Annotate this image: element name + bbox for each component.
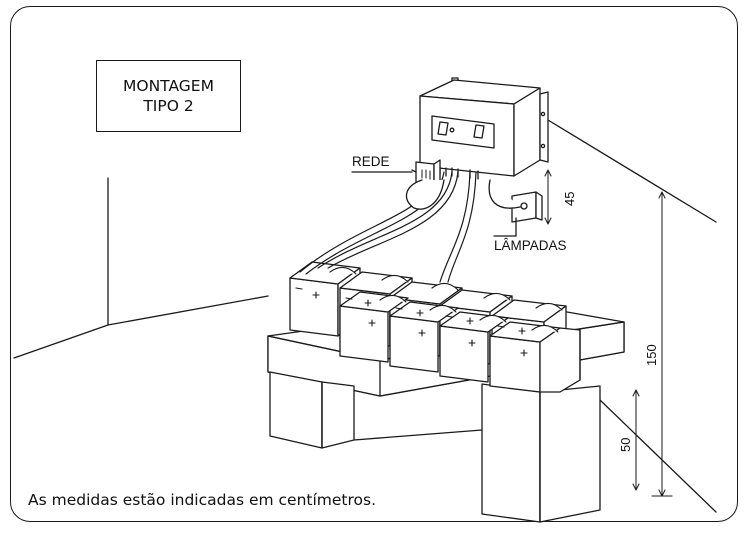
battery-terminals — [295, 266, 563, 357]
battery-cables — [299, 171, 477, 283]
dimension-45-label: 45 — [562, 192, 577, 206]
dimension-50-label: 50 — [618, 438, 633, 452]
dimension-45 — [544, 169, 552, 225]
measurement-note: As medidas estão indicadas em centímetro… — [28, 491, 377, 509]
title-line-2: TIPO 2 — [143, 97, 194, 115]
lampadas-label: LÂMPADAS — [494, 238, 567, 253]
battery — [489, 321, 581, 393]
display-digit — [473, 124, 485, 139]
charge-controller — [419, 77, 549, 180]
title-line-1: MONTAGEM — [123, 77, 214, 95]
dimension-150 — [651, 191, 673, 497]
display-digit — [437, 121, 449, 136]
battery-bank — [289, 261, 581, 393]
title-box: MONTAGEM TIPO 2 — [96, 60, 241, 132]
grid-outlet — [405, 159, 445, 210]
room-walls — [13, 119, 717, 513]
dimension-150-label: 150 — [644, 344, 659, 366]
rede-label: REDE — [352, 154, 390, 169]
lamp-outlet — [488, 179, 543, 237]
dimension-50 — [632, 389, 640, 491]
